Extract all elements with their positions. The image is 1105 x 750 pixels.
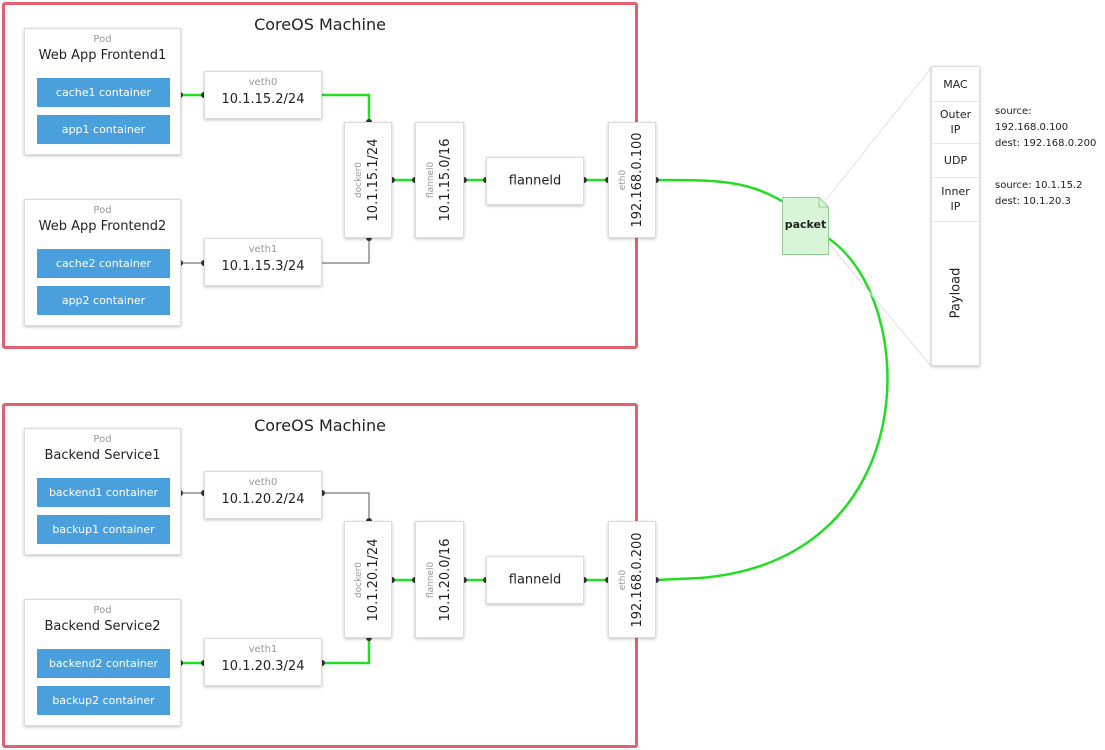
flanneld-daemon[interactable]: flanneld (486, 157, 584, 205)
pod-name: Web App Frontend2 (38, 219, 167, 234)
backup1-container[interactable]: backup1 container (37, 515, 170, 544)
outer-ip-info: source: 192.168.0.100 dest: 192.168.0.20… (995, 104, 1105, 152)
veth-ip: 10.1.20.3/24 (221, 659, 305, 674)
inner-ip-field: Inner IP (932, 177, 979, 222)
eth-ip: 192.168.0.200 (630, 531, 645, 628)
docker-ip: 10.1.15.1/24 (366, 138, 381, 222)
veth-ip: 10.1.15.3/24 (221, 259, 305, 274)
link-docker0-veth1-m2 (320, 636, 371, 665)
pod-backend-service2[interactable]: Pod Backend Service2 backend2 container … (24, 599, 181, 726)
pod-web-app-frontend1[interactable]: Pod Web App Frontend1 cache1 container a… (24, 28, 181, 155)
pod-label: Pod (93, 434, 112, 445)
link-veth0-docker0 (320, 93, 371, 124)
machine-title: CoreOS Machine (254, 15, 386, 34)
packet-expand-line-bottom (825, 239, 932, 367)
flanneld-label: flanneld (508, 173, 562, 189)
packet-structure: MAC Outer IP UDP Inner IP Payload (931, 66, 980, 366)
pod-label: Pod (93, 205, 112, 216)
app1-container[interactable]: app1 container (37, 115, 170, 144)
docker-ip: 10.1.20.1/24 (366, 538, 381, 621)
veth0-interface[interactable]: veth0 10.1.20.2/24 (204, 471, 322, 519)
mac-field: MAC (932, 67, 979, 102)
veth1-interface[interactable]: veth1 10.1.20.3/24 (204, 638, 322, 686)
veth0-interface[interactable]: veth0 10.1.15.2/24 (204, 71, 322, 119)
veth-label: veth1 (248, 244, 278, 255)
inner-ip-info: source: 10.1.15.2 dest: 10.1.20.3 (995, 178, 1082, 210)
payload-field: Payload (948, 267, 963, 319)
flanneld-daemon[interactable]: flanneld (486, 556, 584, 604)
backend2-container[interactable]: backend2 container (37, 649, 170, 678)
veth-ip: 10.1.20.2/24 (221, 492, 305, 507)
flannel-label: flannel0 (425, 161, 436, 199)
docker-label: docker0 (354, 161, 364, 199)
eth-ip: 192.168.0.100 (630, 132, 645, 228)
veth1-interface[interactable]: veth1 10.1.15.3/24 (204, 238, 322, 286)
link-veth1-docker0 (321, 237, 370, 264)
machine-title: CoreOS Machine (254, 416, 386, 435)
packet-expand-line-top (825, 67, 932, 201)
link-eth0-packet (654, 178, 792, 208)
link-veth0-docker0-m2 (321, 492, 370, 522)
app2-container[interactable]: app2 container (37, 286, 170, 315)
outer-ip-dest: dest: 192.168.0.200 (995, 138, 1097, 149)
udp-field: UDP (932, 143, 979, 178)
docker-label: docker0 (354, 561, 364, 598)
pod-web-app-frontend2[interactable]: Pod Web App Frontend2 cache2 container a… (24, 199, 181, 326)
pod-backend-service1[interactable]: Pod Backend Service1 backend1 container … (24, 428, 181, 555)
outer-ip-source: source: 192.168.0.100 (995, 106, 1069, 133)
inner-ip-dest: dest: 10.1.20.3 (995, 196, 1071, 207)
cache1-container[interactable]: cache1 container (37, 78, 170, 107)
flanneld-label: flanneld (508, 572, 562, 588)
pod-label: Pod (93, 34, 112, 45)
backup2-container[interactable]: backup2 container (37, 686, 170, 715)
backend1-container[interactable]: backend1 container (37, 478, 170, 507)
flannel-ip: 10.1.20.0/16 (437, 538, 453, 621)
flannel-ip: 10.1.15.0/16 (437, 138, 453, 222)
eth-label: eth0 (618, 569, 628, 590)
veth-label: veth0 (248, 477, 278, 488)
veth-label: veth1 (248, 644, 278, 655)
outer-ip-field: Outer IP (932, 101, 979, 144)
inner-ip-source: source: 10.1.15.2 (995, 180, 1083, 191)
eth-label: eth0 (618, 169, 628, 191)
pod-name: Backend Service2 (44, 619, 161, 634)
veth-ip: 10.1.15.2/24 (221, 92, 305, 107)
document-shape-icon (782, 197, 829, 255)
flannel-label: flannel0 (425, 561, 436, 598)
veth-label: veth0 (248, 77, 278, 88)
link-packet-eth0-remote (654, 236, 889, 582)
packet-icon[interactable]: packet (782, 197, 829, 255)
pod-label: Pod (93, 605, 112, 616)
packet-label: packet (784, 218, 827, 231)
pod-name: Web App Frontend1 (38, 48, 167, 63)
cache2-container[interactable]: cache2 container (37, 249, 170, 278)
pod-name: Backend Service1 (44, 448, 161, 463)
